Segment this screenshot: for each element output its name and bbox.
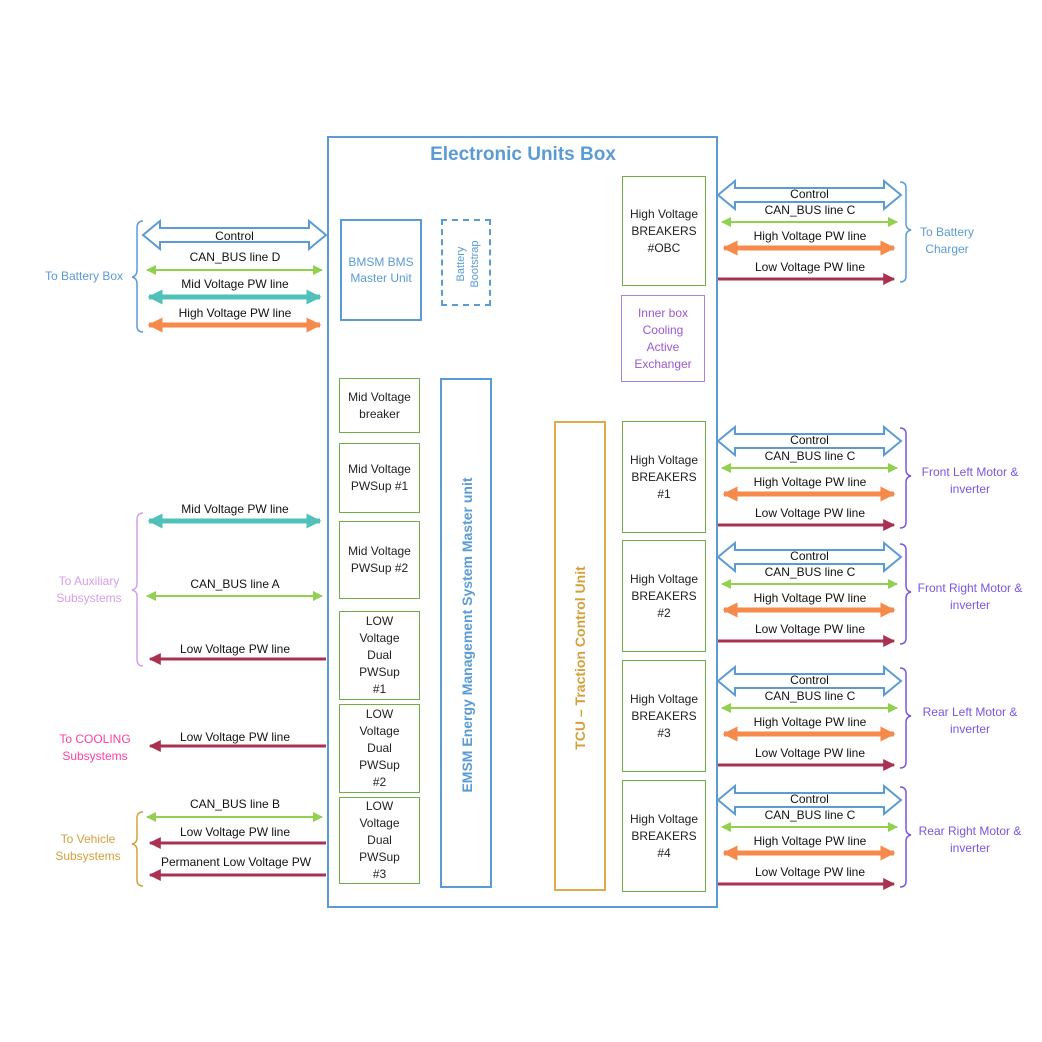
brace-vehicle xyxy=(131,811,144,887)
electronic-units-box xyxy=(327,136,718,908)
can-c-label-front-right: CAN_BUS line C xyxy=(764,565,856,579)
control-arrow-rear-left xyxy=(716,664,903,698)
hv-breakers-4: High Voltage BREAKERS #4 xyxy=(622,780,706,892)
dest-auxiliary: To Auxiliary Subsystems xyxy=(56,574,122,605)
left-control-label: Control xyxy=(215,229,254,243)
brace-rear-right xyxy=(899,786,912,888)
low-voltage-dual-pwsup-3: LOW Voltage Dual PWSup #3 xyxy=(339,797,420,884)
low-pw-label-front-left: Low Voltage PW line xyxy=(754,506,866,520)
mid-pw-label-battery: Mid Voltage PW line xyxy=(181,277,289,291)
control-arrow-front-right xyxy=(716,540,903,574)
mid-voltage-pwsup-1: Mid Voltage PWSup #1 xyxy=(339,443,420,513)
can-c-label-front-left: CAN_BUS line C xyxy=(764,449,856,463)
mid-pw-label-aux: Mid Voltage PW line xyxy=(181,502,289,516)
can-c-label-rear-right: CAN_BUS line C xyxy=(764,808,856,822)
right-control-label-obc: Control xyxy=(790,187,829,201)
bmsm-box: BMSM BMS Master Unit xyxy=(340,219,422,321)
control-arrow-obc xyxy=(716,178,903,212)
brace-rear-left xyxy=(899,667,912,769)
low-voltage-dual-pwsup-2: LOW Voltage Dual PWSup #2 xyxy=(339,704,420,793)
brace-front-left xyxy=(899,427,912,529)
control-arrow-rear-right xyxy=(716,783,903,817)
high-pw-label-battery: High Voltage PW line xyxy=(178,306,292,320)
low-pw-label-front-right: Low Voltage PW line xyxy=(754,622,866,636)
low-voltage-dual-pwsup-1: LOW Voltage Dual PWSup #1 xyxy=(339,611,420,700)
emsm-box: EMSM Energy Management System Master uni… xyxy=(440,378,492,888)
brace-obc xyxy=(899,181,912,283)
can-b-label: CAN_BUS line B xyxy=(189,797,281,811)
control-arrow-left-battery xyxy=(141,218,328,252)
high-pw-label-rear-right: High Voltage PW line xyxy=(753,834,867,848)
brace-front-right xyxy=(899,543,912,645)
hv-breakers-3: High Voltage BREAKERS #3 xyxy=(622,660,706,772)
dest-cooling: To COOLING Subsystems xyxy=(59,732,131,763)
brace-auxiliary xyxy=(131,512,144,667)
dest-front-right: Front Right Motor & inverter xyxy=(917,581,1023,612)
can-d-label: CAN_BUS line D xyxy=(189,250,281,264)
tcu-box: TCU – Traction Control Unit xyxy=(554,421,606,891)
perm-low-pw-label: Permanent Low Voltage PW xyxy=(160,855,312,869)
cooling-exchanger: Inner box Cooling Active Exchanger xyxy=(621,295,705,382)
dest-rear-right: Rear Right Motor & inverter xyxy=(918,824,1022,855)
high-pw-label-front-left: High Voltage PW line xyxy=(753,475,867,489)
right-control-label-front-left: Control xyxy=(790,433,829,447)
hv-breakers-obc: High Voltage BREAKERS #OBC xyxy=(622,176,706,286)
low-pw-label-vehicle: Low Voltage PW line xyxy=(179,825,291,839)
dest-obc: To Battery Charger xyxy=(919,225,975,256)
hv-breakers-2: High Voltage BREAKERS #2 xyxy=(622,540,706,652)
right-control-label-rear-right: Control xyxy=(790,792,829,806)
mid-voltage-pwsup-2: Mid Voltage PWSup #2 xyxy=(339,521,420,599)
mid-voltage-breaker: Mid Voltage breaker xyxy=(339,378,420,433)
dest-front-left: Front Left Motor & inverter xyxy=(921,465,1019,496)
dest-rear-left: Rear Left Motor & inverter xyxy=(922,705,1018,736)
high-pw-label-front-right: High Voltage PW line xyxy=(753,591,867,605)
hv-breakers-1: High Voltage BREAKERS #1 xyxy=(622,421,706,533)
control-arrow-front-left xyxy=(716,424,903,458)
page-title: Electronic Units Box xyxy=(430,144,616,165)
brace-battery-box xyxy=(131,220,144,333)
right-control-label-front-right: Control xyxy=(790,549,829,563)
dest-vehicle: To Vehicle Subsystems xyxy=(55,832,121,863)
high-pw-label-rear-left: High Voltage PW line xyxy=(753,715,867,729)
can-c-label-obc: CAN_BUS line C xyxy=(764,203,856,217)
low-pw-label-cooling: Low Voltage PW line xyxy=(179,730,291,744)
low-pw-label-aux: Low Voltage PW line xyxy=(179,642,291,656)
can-c-label-rear-left: CAN_BUS line C xyxy=(764,689,856,703)
can-a-label: CAN_BUS line A xyxy=(190,577,280,591)
right-control-label-rear-left: Control xyxy=(790,673,829,687)
low-pw-label-rear-left: Low Voltage PW line xyxy=(754,746,866,760)
battery-bootstrap-box: Battery Bootstrap xyxy=(441,219,491,306)
dest-battery-box: To Battery Box xyxy=(44,269,124,283)
low-pw-label-obc: Low Voltage PW line xyxy=(754,260,866,274)
high-pw-label-obc: High Voltage PW line xyxy=(753,229,867,243)
low-pw-label-rear-right: Low Voltage PW line xyxy=(754,865,866,879)
